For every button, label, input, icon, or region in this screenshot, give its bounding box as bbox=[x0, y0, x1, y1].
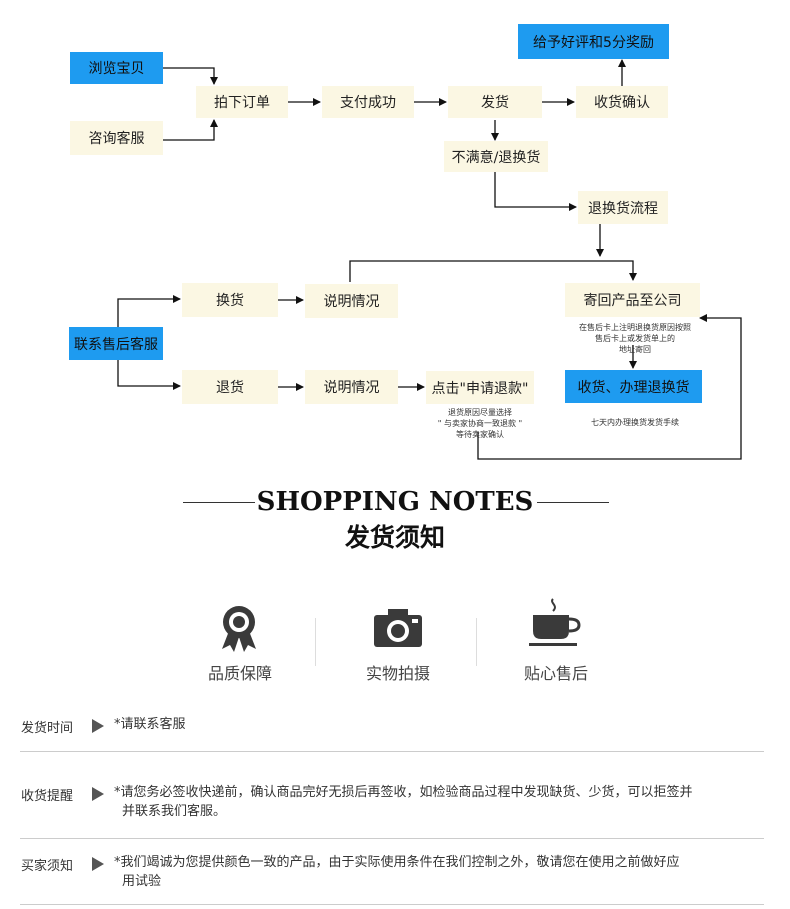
explain-box-2: 说明情况 bbox=[305, 370, 398, 404]
feature-divider-2 bbox=[476, 618, 477, 666]
arrow-consult-order bbox=[163, 119, 218, 141]
ribbon-award-icon bbox=[222, 606, 256, 652]
notes-subtitle: 发货须知 bbox=[344, 523, 445, 552]
apply-refund-box: 点击"申请退款" bbox=[426, 371, 534, 404]
feature-divider-1 bbox=[315, 618, 316, 666]
refund-note-line-2: " 与卖家协商一致退款 " bbox=[437, 419, 523, 428]
browse-box: 浏览宝贝 bbox=[70, 52, 163, 84]
arrow-browse-order bbox=[163, 67, 218, 85]
arrow-unsatisfied-process bbox=[494, 172, 577, 211]
return-process-box: 退换货流程 bbox=[578, 191, 668, 224]
send-back-box: 寄回产品至公司 bbox=[565, 283, 700, 317]
row-arrow-icon bbox=[92, 719, 104, 733]
unsatisfied-box: 不满意/退换货 bbox=[444, 141, 548, 172]
confirm-box: 收货确认 bbox=[576, 86, 668, 118]
row-arrow-icon bbox=[92, 857, 104, 871]
row-arrow-icon bbox=[92, 787, 104, 801]
review-box: 给予好评和5分奖励 bbox=[518, 24, 669, 59]
feature-label-photo: 实物拍摄 bbox=[365, 664, 430, 683]
arrow-contact-refund bbox=[117, 360, 181, 390]
notes-title: SHOPPING NOTES bbox=[256, 487, 534, 517]
row-text-line: *请您务必签收快递前，确认商品完好无损后再签收，如检验商品过程中发现缺货、少货，… bbox=[114, 785, 693, 800]
send-back-note-line-2: 售后卡上或发货单上的 bbox=[595, 334, 675, 343]
camera-icon bbox=[374, 609, 422, 647]
coffee-cup-icon bbox=[529, 598, 581, 646]
row-text-ship-time: *请联系客服 bbox=[114, 715, 764, 734]
receive-note: 七天内办理换货发货手续 bbox=[591, 418, 679, 427]
row-text-line: *我们竭诚为您提供颜色一致的产品，由于实际使用条件在我们控制之外，敬请您在使用之… bbox=[114, 855, 680, 870]
consult-box: 咨询客服 bbox=[70, 121, 163, 155]
order-box: 拍下订单 bbox=[196, 86, 288, 118]
row-label-receipt: 收货提醒 bbox=[21, 789, 74, 804]
row-text-line: *请联系客服 bbox=[114, 717, 186, 732]
divider bbox=[20, 751, 764, 752]
pay-box: 支付成功 bbox=[322, 86, 414, 118]
refund-note-line-1: 退货原因尽量选择 bbox=[448, 408, 512, 417]
exchange-box: 换货 bbox=[182, 283, 278, 317]
feature-label-service: 贴心售后 bbox=[523, 664, 588, 683]
row-label-buyer-notice: 买家须知 bbox=[21, 859, 74, 874]
row-text-buyer-notice: *我们竭诚为您提供颜色一致的产品，由于实际使用条件在我们控制之外，敬请您在使用之… bbox=[114, 853, 764, 891]
send-back-note: 在售后卡上注明退换货原因按照 售后卡上或发货单上的 地址寄回 bbox=[560, 322, 710, 355]
refund-note: 退货原因尽量选择 " 与卖家协商一致退款 " 等待卖家确认 bbox=[415, 407, 545, 440]
arrow-explain-sendback bbox=[349, 260, 637, 282]
ship-box: 发货 bbox=[448, 86, 542, 118]
title-rule-left bbox=[183, 502, 255, 503]
refund-box: 退货 bbox=[182, 370, 278, 404]
title-rule-right bbox=[537, 502, 609, 503]
row-text-receipt: *请您务必签收快递前，确认商品完好无损后再签收，如检验商品过程中发现缺货、少货，… bbox=[114, 783, 764, 821]
divider bbox=[20, 838, 764, 839]
row-text-line: 用试验 bbox=[122, 874, 162, 889]
divider bbox=[20, 904, 764, 905]
send-back-note-line-1: 在售后卡上注明退换货原因按照 bbox=[579, 323, 691, 332]
flow-connectors bbox=[117, 59, 742, 460]
feature-label-quality: 品质保障 bbox=[207, 664, 272, 683]
row-label-ship-time: 发货时间 bbox=[21, 721, 74, 736]
arrow-apply-loop bbox=[477, 314, 742, 460]
send-back-note-line-3: 地址寄回 bbox=[619, 345, 651, 354]
contact-service-box: 联系售后客服 bbox=[69, 327, 163, 360]
receive-box: 收货、办理退换货 bbox=[565, 370, 702, 403]
refund-note-line-3: 等待卖家确认 bbox=[456, 430, 504, 439]
explain-box-1: 说明情况 bbox=[305, 284, 398, 318]
arrow-contact-exchange bbox=[117, 295, 181, 327]
row-text-line: 并联系我们客服。 bbox=[122, 804, 227, 819]
